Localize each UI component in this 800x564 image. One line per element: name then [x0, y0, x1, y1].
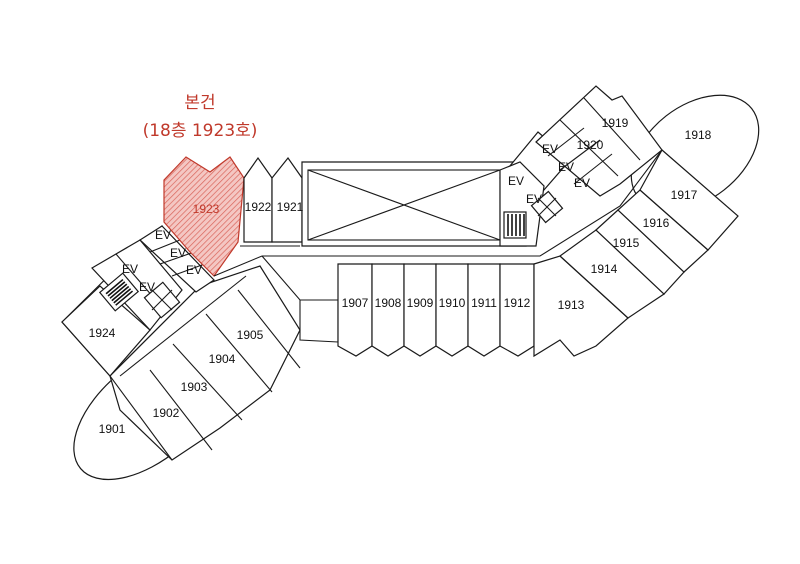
- ev-label: EV: [526, 192, 542, 206]
- unit-label-1919: 1919: [602, 116, 629, 130]
- unit-label-1912: 1912: [504, 296, 531, 310]
- unit-label-1921: 1921: [277, 200, 304, 214]
- unit-label-1924: 1924: [89, 326, 116, 340]
- ev-label: EV: [139, 280, 155, 294]
- unit-1917-shape: [639, 149, 739, 251]
- bottom-row-units: [337, 263, 535, 357]
- void-box-right: [530, 190, 564, 224]
- ev-label: EV: [574, 176, 590, 190]
- void-box-left: [143, 281, 181, 319]
- unit-label-1910: 1910: [439, 296, 466, 310]
- caption-subtitle: (18층 1923호): [142, 121, 258, 141]
- unit-label-1923: 1923: [193, 202, 220, 216]
- unit-label-1901: 1901: [99, 422, 126, 436]
- stair-icon-left: [105, 278, 134, 306]
- left-ev-stack: [139, 225, 215, 293]
- unit-label-1918: 1918: [685, 128, 712, 142]
- unit-label-1914: 1914: [591, 262, 618, 276]
- ev-label: EV: [508, 174, 524, 188]
- ev-label: EV: [558, 160, 574, 174]
- unit-label-1915: 1915: [613, 236, 640, 250]
- unit-label-1903: 1903: [181, 380, 208, 394]
- unit-label-1909: 1909: [407, 296, 434, 310]
- ev-label: EV: [122, 262, 138, 276]
- unit-label-1908: 1908: [375, 296, 402, 310]
- unit-label-1902: 1902: [153, 406, 180, 420]
- unit-label-1907: 1907: [342, 296, 369, 310]
- unit-label-1911: 1911: [471, 296, 497, 310]
- unit-label-1922: 1922: [245, 200, 272, 214]
- atrium: [301, 161, 527, 247]
- unit-1923-highlight[interactable]: [163, 156, 245, 277]
- unit-label-1920: 1920: [577, 138, 604, 152]
- ev-label: EV: [170, 246, 186, 260]
- ev-label: EV: [186, 263, 202, 277]
- stair-icon-right: [503, 211, 527, 239]
- caption-title: 본건: [184, 93, 216, 113]
- unit-label-1913: 1913: [558, 298, 585, 312]
- unit-label-1905: 1905: [237, 328, 264, 342]
- unit-label-1917: 1917: [671, 188, 698, 202]
- ev-label: EV: [155, 228, 171, 242]
- ev-label: EV: [542, 142, 558, 156]
- unit-label-1904: 1904: [209, 352, 236, 366]
- unit-label-1916: 1916: [643, 216, 670, 230]
